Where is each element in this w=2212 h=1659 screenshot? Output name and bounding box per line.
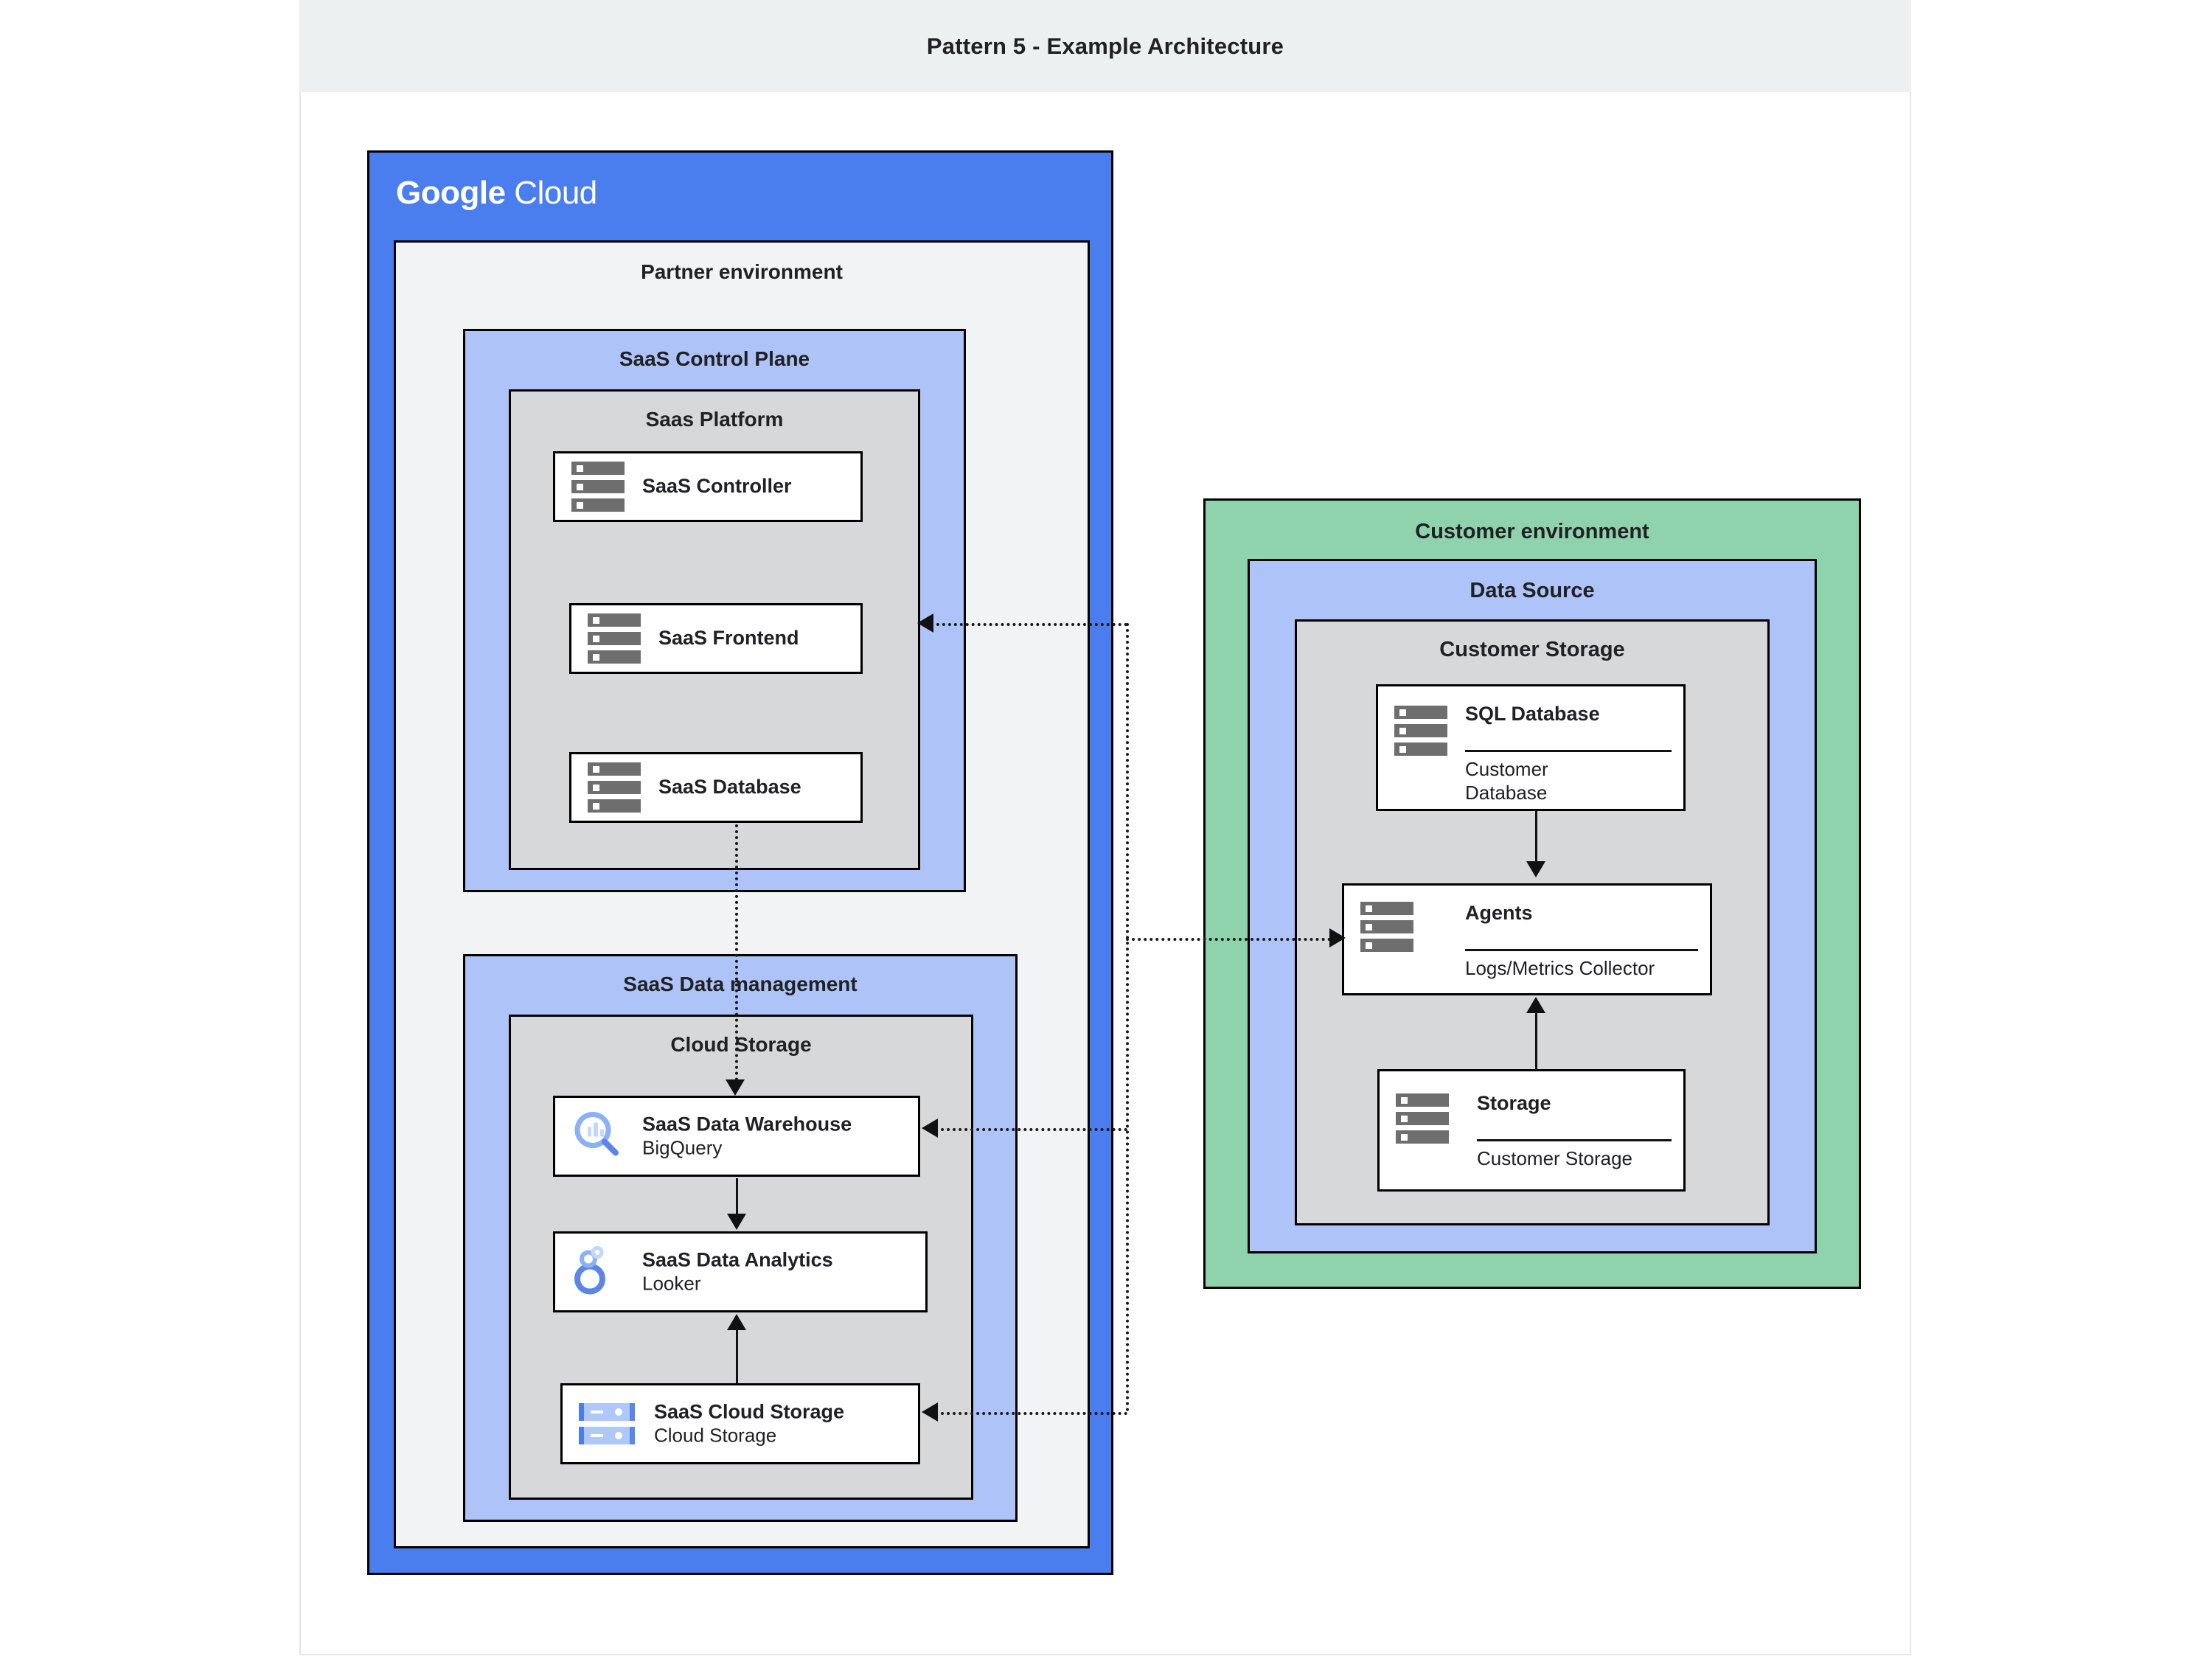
- connector-to-saas-data-warehouse: [935, 1128, 1127, 1131]
- server-icon: [1396, 1093, 1449, 1144]
- customer-environment-label: Customer environment: [1415, 520, 1649, 543]
- node-title: SaaS Cloud Storage: [654, 1400, 845, 1423]
- arrow-left-saas-cloud-storage: [922, 1402, 938, 1422]
- node-subtitle: Looker: [642, 1272, 701, 1295]
- node-title: SQL Database: [1465, 703, 1600, 725]
- node-agents-text: Agents Logs/Metrics Collector: [1465, 902, 1698, 981]
- saas-data-management-label: SaaS Data management: [623, 973, 858, 995]
- saas-platform-label: Saas Platform: [645, 408, 784, 431]
- connector-to-agents: [1126, 938, 1331, 941]
- google-cloud-logo: Google Cloud: [396, 175, 597, 212]
- connector-storage-to-agents: [1535, 1012, 1537, 1071]
- node-saas-database-text: SaaS Database: [658, 776, 853, 799]
- looker-icon: [571, 1245, 622, 1299]
- connector-vertical-trunk: [1126, 623, 1129, 1412]
- node-storage[interactable]: Storage Customer Storage: [1377, 1069, 1686, 1192]
- node-title: Storage: [1477, 1092, 1551, 1114]
- connector-warehouse-to-analytics: [736, 1178, 738, 1215]
- title-bar: Pattern 5 - Example Architecture: [299, 0, 1911, 92]
- arrow-left-saas-data-warehouse: [922, 1119, 938, 1138]
- server-icon: [1394, 706, 1447, 756]
- arrow-down-agents: [1526, 861, 1545, 877]
- node-subtitle: Customer Storage: [1477, 1147, 1632, 1169]
- cloud-storage-icon: [579, 1403, 635, 1444]
- node-storage-text: Storage Customer Storage: [1477, 1092, 1672, 1171]
- page-title: Pattern 5 - Example Architecture: [926, 32, 1284, 59]
- node-title: SaaS Database: [658, 776, 801, 799]
- google-cloud-logo-bold: Google: [396, 175, 506, 211]
- node-saas-cloud-storage-text: SaaS Cloud Storage Cloud Storage: [654, 1400, 911, 1447]
- server-icon: [588, 762, 641, 813]
- node-saas-frontend[interactable]: SaaS Frontend: [569, 603, 863, 674]
- node-title: SaaS Controller: [642, 475, 792, 498]
- saas-control-plane-label: SaaS Control Plane: [619, 347, 810, 370]
- node-saas-frontend-text: SaaS Frontend: [658, 627, 853, 650]
- server-icon: [1360, 902, 1413, 952]
- arrow-left-saas-frontend: [917, 613, 933, 633]
- cloud-storage-label: Cloud Storage: [670, 1033, 812, 1056]
- connector-sql-database-to-agents: [1535, 811, 1537, 863]
- node-saas-data-warehouse-text: SaaS Data Warehouse BigQuery: [642, 1113, 911, 1159]
- node-title: Agents: [1465, 902, 1533, 924]
- node-saas-data-analytics-text: SaaS Data Analytics Looker: [642, 1248, 918, 1295]
- node-divider: [1465, 749, 1672, 752]
- server-icon: [588, 613, 641, 664]
- node-sql-database[interactable]: SQL Database Customer Database: [1376, 684, 1686, 811]
- customer-storage-label: Customer Storage: [1439, 638, 1625, 661]
- arrow-up-analytics: [727, 1314, 746, 1330]
- arrow-right-agents: [1329, 928, 1346, 947]
- google-cloud-logo-light: Cloud: [514, 175, 597, 211]
- connector-to-saas-frontend: [931, 623, 1127, 626]
- node-title: SaaS Data Warehouse: [642, 1113, 852, 1135]
- node-divider: [1465, 948, 1698, 951]
- connector-cloud-storage-to-analytics: [736, 1330, 738, 1383]
- node-saas-controller-text: SaaS Controller: [642, 475, 853, 498]
- connector-saas-database-to-warehouse: [735, 824, 738, 1081]
- node-divider: [1477, 1138, 1672, 1141]
- node-subtitle: Cloud Storage: [654, 1424, 777, 1447]
- connector-to-saas-cloud-storage: [935, 1412, 1127, 1415]
- node-subtitle: Customer Database: [1465, 757, 1548, 804]
- node-sql-database-text: SQL Database Customer Database: [1465, 703, 1672, 804]
- partner-environment-label: Partner environment: [641, 260, 843, 283]
- node-title: SaaS Frontend: [658, 627, 799, 650]
- node-saas-database[interactable]: SaaS Database: [569, 752, 863, 823]
- node-subtitle: BigQuery: [642, 1136, 723, 1159]
- bigquery-icon: [571, 1110, 622, 1164]
- node-saas-data-warehouse[interactable]: SaaS Data Warehouse BigQuery: [553, 1096, 920, 1177]
- arrow-up-agents: [1526, 997, 1545, 1013]
- node-saas-data-analytics[interactable]: SaaS Data Analytics Looker: [553, 1231, 928, 1312]
- node-title: SaaS Data Analytics: [642, 1248, 833, 1271]
- node-agents[interactable]: Agents Logs/Metrics Collector: [1342, 883, 1712, 995]
- node-subtitle: Logs/Metrics Collector: [1465, 956, 1655, 979]
- node-saas-controller[interactable]: SaaS Controller: [553, 451, 863, 522]
- data-source-label: Data Source: [1470, 579, 1595, 602]
- arrow-down-analytics: [727, 1214, 746, 1230]
- node-saas-cloud-storage[interactable]: SaaS Cloud Storage Cloud Storage: [560, 1383, 920, 1464]
- arrow-down-saas-data-warehouse: [726, 1079, 745, 1096]
- server-icon: [571, 462, 625, 512]
